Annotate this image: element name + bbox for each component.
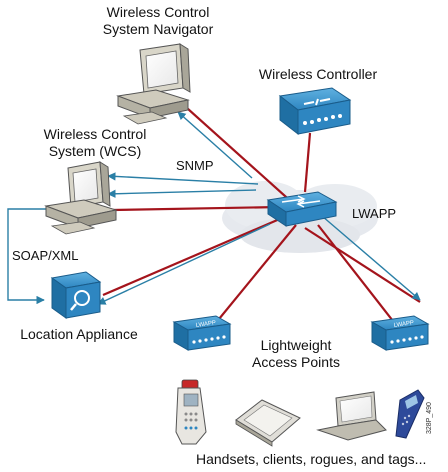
ap-left-badge: LWAPP [195,320,216,329]
wcs-label-line1: Wireless Control [43,126,147,142]
laptop-icon [316,391,387,441]
navigator-label: Wireless Control System Navigator [78,4,238,38]
access-points-label-line1: Lightweight [260,337,332,353]
snmp-arrow-3 [107,189,257,198]
navigator-label-line1: Wireless Control [106,4,210,20]
lwapp-label: LWAPP [352,206,397,221]
soap-xml-bracket [7,208,46,305]
access-points-label: Lightweight Access Points [236,337,356,371]
link-navigator [177,99,296,206]
link-wcs [111,205,281,212]
location-label: Location Appliance [20,326,138,342]
image-code: 328P_490 [426,402,433,434]
ap-right-badge: LWAPP [393,320,414,329]
link-ap-left [209,224,297,331]
link-ap-right [317,224,401,331]
wcs-label: Wireless Control System (WCS) [20,126,170,160]
snmp-arrow-1 [107,172,259,185]
access-points-label-line2: Access Points [252,354,340,370]
central-switch-icon [266,191,338,227]
link-controller [303,132,312,193]
controller-label: Wireless Controller [258,66,378,82]
scanner-handset-icon [175,379,207,445]
phone-icon [395,389,425,439]
soap-xml-label: SOAP/XML [12,248,79,263]
snmp-label: SNMP [176,158,214,173]
devices-label: Handsets, clients, rogues, and tags... [196,451,427,467]
link-devices [304,227,421,303]
tablet-icon [235,399,301,447]
wcs-computer-icon [44,161,118,235]
access-point-left-icon: LWAPP [172,315,232,351]
wireless-controller-icon [278,87,352,136]
wcs-label-line2: System (WCS) [48,143,142,159]
protocol-arrows [7,111,421,305]
snmp-arrow-2 [177,111,253,179]
link-location [102,216,283,297]
navigator-label-line2: System Navigator [102,21,214,37]
access-point-right-icon: LWAPP [370,315,430,351]
network-links [102,99,421,331]
location-arrow [97,223,271,305]
lwapp-arrow [321,215,421,301]
location-appliance-icon [50,271,102,319]
navigator-computer-icon [116,43,191,125]
